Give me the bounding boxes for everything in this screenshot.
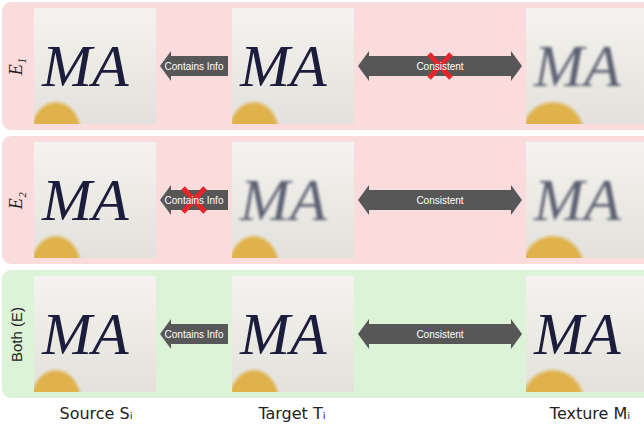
column-label: Source Sᵢ <box>59 404 132 423</box>
image-tile: MA <box>232 142 354 258</box>
image-tile: MA <box>34 276 156 392</box>
block-arrow <box>358 51 522 81</box>
glyph-text: MA <box>34 276 156 392</box>
glyph-text: MA <box>526 142 644 258</box>
arrow-label: Consistent <box>416 61 463 72</box>
row-band: E₂ MA MA MA <box>2 136 644 264</box>
glyph-text: MA <box>34 142 156 258</box>
image-tile: MA <box>232 276 354 392</box>
glyph-text: MA <box>232 142 354 258</box>
block-arrow <box>160 319 228 349</box>
arrow-label: Contains Info <box>165 195 224 206</box>
row-label: Both (E) <box>9 306 26 361</box>
image-tile: MA <box>526 276 644 392</box>
arrow-label: Contains Info <box>165 329 224 340</box>
image-tile: MA <box>232 8 354 124</box>
image-tile: MA <box>526 8 644 124</box>
block-arrow <box>160 51 228 81</box>
block-arrow <box>358 319 522 349</box>
arrow-label: Contains Info <box>165 61 224 72</box>
row-label: E₂ <box>6 191 27 208</box>
column-label: Texture Mᵢ <box>550 404 630 423</box>
column-label: Target Tᵢ <box>258 404 325 423</box>
arrow-label: Consistent <box>416 329 463 340</box>
image-tile: MA <box>34 8 156 124</box>
image-tile: MA <box>526 142 644 258</box>
glyph-text: MA <box>34 8 156 124</box>
block-arrow <box>358 185 522 215</box>
block-arrow <box>160 185 228 215</box>
arrow-label: Consistent <box>416 195 463 206</box>
image-tile: MA <box>34 142 156 258</box>
glyph-text: MA <box>232 276 354 392</box>
row-band: Both (E) MA MA MA <box>2 270 644 398</box>
glyph-text: MA <box>526 276 644 392</box>
row-label: E₁ <box>6 57 27 74</box>
glyph-text: MA <box>526 8 644 124</box>
row-band: E₁ MA MA MA <box>2 2 644 130</box>
glyph-text: MA <box>232 8 354 124</box>
